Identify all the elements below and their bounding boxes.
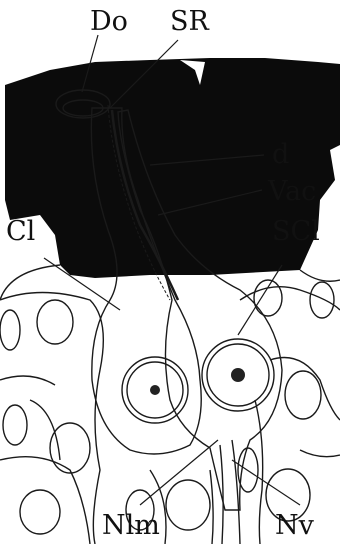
label-nv: Nv: [275, 510, 315, 541]
label-cl: Cl: [6, 216, 35, 247]
label-d: d: [272, 139, 289, 170]
label-nlm: Nlm: [102, 510, 160, 541]
label-scl: SCl: [272, 216, 320, 247]
label-vac: Vac: [267, 176, 316, 207]
label-do: Do: [90, 6, 128, 37]
cell-nuclei: [0, 280, 334, 534]
nerve-fibre: [232, 440, 240, 544]
label-sr: SR: [170, 6, 209, 37]
